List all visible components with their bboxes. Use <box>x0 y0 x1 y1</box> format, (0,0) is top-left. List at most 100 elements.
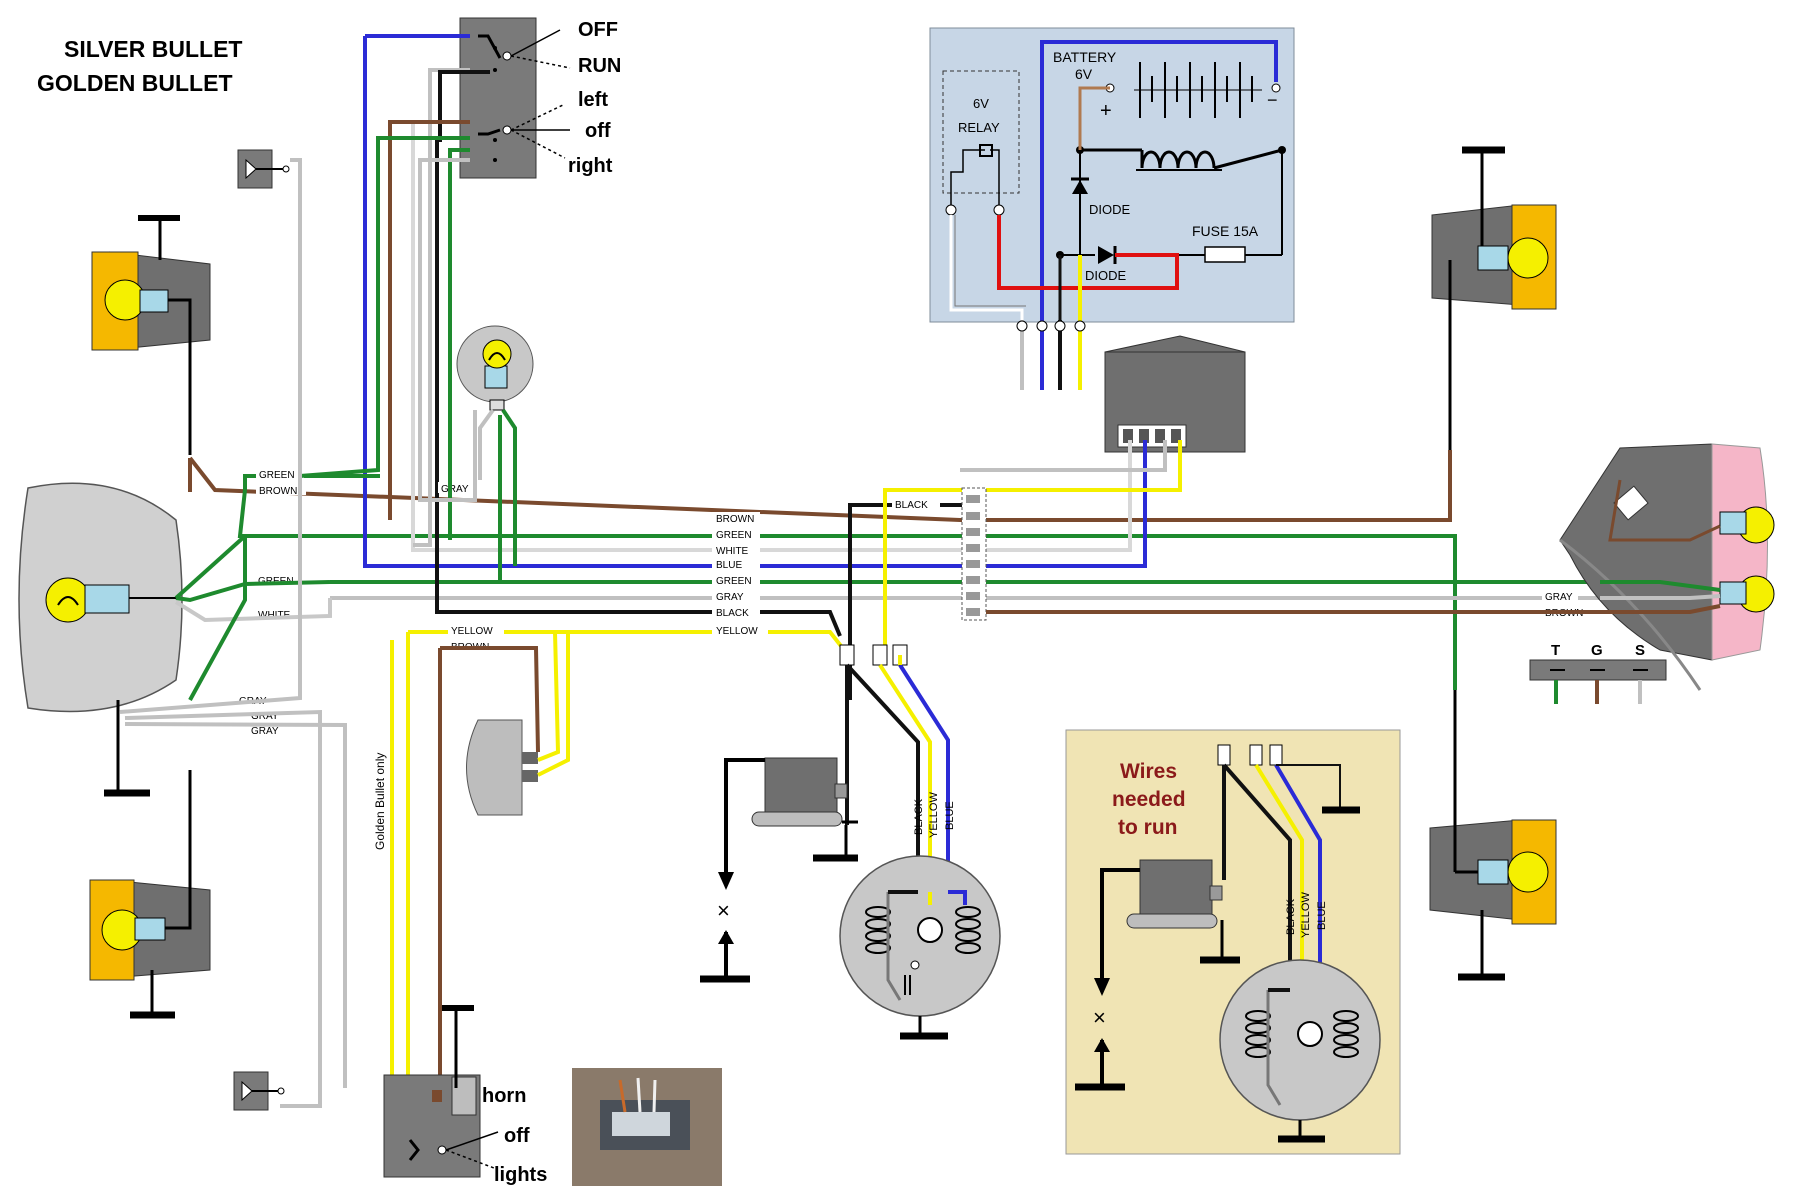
switch-wires <box>299 34 490 547</box>
relay-label: RELAY <box>958 120 1000 135</box>
relay-terminal-left <box>945 204 957 216</box>
battery-panel-background <box>929 27 1295 323</box>
battery-voltage-label: 6V <box>1075 66 1093 82</box>
fuse-body <box>1204 246 1246 263</box>
relay-box <box>942 70 1020 194</box>
diode-1-label: DIODE <box>1089 202 1131 217</box>
panel-wire-gray <box>949 215 1024 328</box>
charging-coil <box>1080 148 1283 255</box>
diode-2-symbol <box>1098 246 1114 264</box>
label-yellow-main: YELLOW <box>716 626 758 637</box>
panel-wire-red <box>997 215 1179 290</box>
battery-cells <box>1134 62 1262 118</box>
tail-lamp <box>986 443 1775 691</box>
relay-wire-left <box>950 149 985 205</box>
indicator-left-label: left <box>578 89 608 111</box>
connector-photo <box>572 1068 722 1186</box>
rear-right-indicator <box>1429 690 1557 981</box>
label-brown-main: BROWN <box>716 514 754 525</box>
label-blue-main: BLUE <box>716 560 742 571</box>
label-white-a: WHITE <box>258 610 291 621</box>
light-switch-horn-label: horn <box>482 1085 526 1107</box>
diagram-title-line2: GOLDEN BULLET <box>37 70 233 96</box>
relay-terminal-right <box>993 204 1005 216</box>
diagram-title-line1: SILVER BULLET <box>64 36 242 62</box>
wire-green-upper <box>243 474 380 490</box>
coil-junction-right <box>1278 146 1286 154</box>
panel-wire-gray-outline <box>954 215 1026 307</box>
main-harness <box>188 36 1661 700</box>
voltage-regulator <box>1104 335 1246 453</box>
contact-breaker <box>839 855 1001 1040</box>
wire-black-main <box>435 140 842 637</box>
horn-wires <box>406 630 570 1092</box>
coil-connectors <box>839 644 908 666</box>
light-switch <box>383 1005 499 1178</box>
wire-brown-main <box>188 450 1452 522</box>
label-brown-a: BROWN <box>259 486 297 497</box>
speedo-wires <box>478 408 517 582</box>
label-gray-main: GRAY <box>716 592 744 603</box>
label-black-main: BLACK <box>716 608 749 619</box>
ground-center <box>700 930 750 983</box>
ignition-off-label: OFF <box>578 19 618 41</box>
light-switch-off-label: off <box>504 1125 530 1147</box>
handlebar-switch-unit <box>459 17 571 179</box>
indicator-right-label: right <box>568 155 613 177</box>
battery-plus-label: + <box>1100 100 1112 122</box>
label-green-a: GREEN <box>259 470 295 481</box>
inset-text-line1: Wires <box>1120 760 1177 783</box>
rear-left-indicator <box>89 770 211 1019</box>
wire-gray-upper <box>960 440 1167 472</box>
relay-wire-right <box>990 149 1000 205</box>
coil-black-label: BLACK <box>913 798 925 835</box>
ground-mark-inset: × <box>1093 1005 1106 1030</box>
tgs-label-t: T <box>1551 642 1560 659</box>
battery-terminal-negative <box>1271 83 1281 93</box>
inset-panel: Wires needed to run BLACK YELLOW BLUE × <box>1065 729 1401 1155</box>
battery-label: BATTERY <box>1053 49 1117 65</box>
wire-green-main2 <box>330 578 1661 584</box>
fuse-label: FUSE 15A <box>1192 223 1259 239</box>
golden-bullet-note: Golden Bullet only <box>373 753 387 850</box>
panel-wire-brown <box>1078 86 1110 150</box>
headlamp-wires <box>119 158 347 1108</box>
tgs-connector <box>1529 659 1667 704</box>
inset-yellow-label: YELLOW <box>1300 892 1312 938</box>
front-left-indicator <box>91 215 211 455</box>
junction-block <box>961 487 987 621</box>
inset-black-label: BLACK <box>1285 898 1297 935</box>
relay-voltage-label: 6V <box>973 96 989 111</box>
headlamp <box>18 482 183 797</box>
horn <box>466 719 538 816</box>
label-tail-gray: GRAY <box>1545 592 1573 603</box>
ground-mark-center: × <box>717 898 730 923</box>
panel-wire-blue <box>1040 40 1278 328</box>
battery-panel-outlets <box>1016 320 1086 390</box>
tgs-label-s: S <box>1635 642 1645 659</box>
inset-blue-label: BLUE <box>1316 901 1328 930</box>
label-green-main: GREEN <box>716 530 752 541</box>
label-gray-a: GRAY <box>441 484 469 495</box>
label-yellow-b: YELLOW <box>451 626 493 637</box>
battery-minus-label: − <box>1267 90 1278 110</box>
coil-blue-label: BLUE <box>944 801 956 830</box>
label-green-main2: GREEN <box>716 576 752 587</box>
front-right-indicator <box>1431 146 1557 450</box>
left-indicator-socket-bottom <box>233 1071 285 1111</box>
indicator-off-label: off <box>585 120 611 142</box>
label-gray-3: GRAY <box>251 726 279 737</box>
speedo-lamp <box>456 325 534 411</box>
label-black-upper: BLACK <box>895 500 928 511</box>
inset-text-line3: to run <box>1118 816 1177 839</box>
label-gray-2: GRAY <box>251 711 279 722</box>
ignition-run-label: RUN <box>578 55 621 77</box>
diode-2-label: DIODE <box>1085 268 1127 283</box>
wire-yellow-upper <box>883 440 1182 660</box>
ignition-coil <box>718 757 858 890</box>
wire-white-main <box>411 120 1132 552</box>
diode-1-symbol <box>1072 180 1088 194</box>
coil-yellow-label: YELLOW <box>928 792 940 838</box>
label-white-main: WHITE <box>716 546 749 557</box>
